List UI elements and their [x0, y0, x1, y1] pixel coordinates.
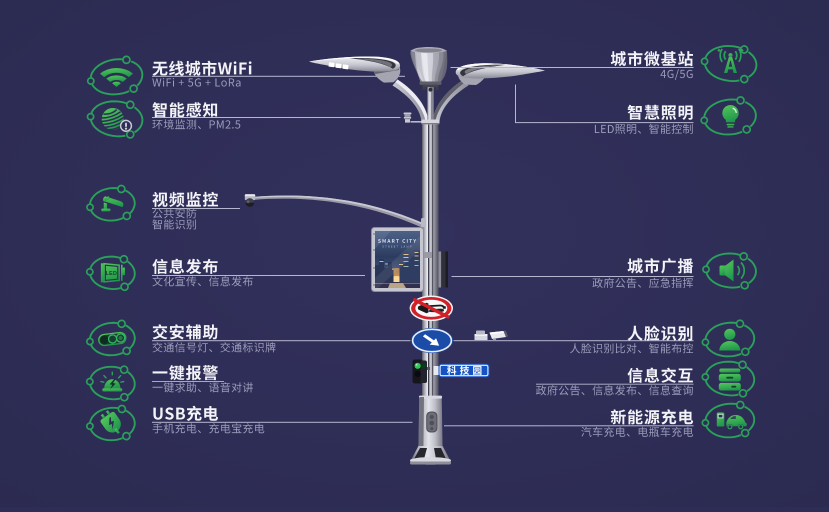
svg-text:LED: LED: [106, 271, 117, 277]
